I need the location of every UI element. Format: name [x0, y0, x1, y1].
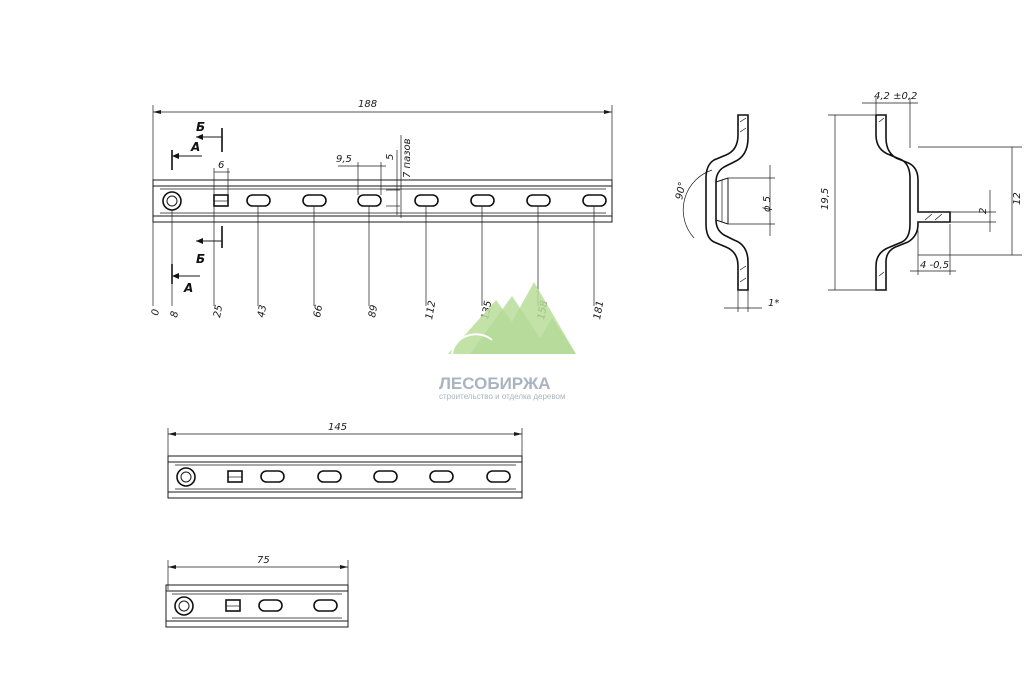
section-a-top: А: [190, 140, 200, 154]
dim-top-width: 4,2 ±0,2: [874, 91, 917, 102]
section-a-bottom: А: [183, 281, 193, 295]
section-view-tab: 4,2 ±0,2 19,5 12 2 4 -0,5: [820, 91, 1023, 291]
watermark-subtitle: строительство и отделка деревом: [439, 392, 565, 401]
square-hole: [213, 194, 229, 207]
section-b-bottom: Б: [196, 252, 205, 266]
svg-text:66: 66: [312, 304, 325, 318]
watermark-title: ЛЕСОБИРЖА: [439, 374, 551, 393]
svg-text:89: 89: [367, 304, 380, 318]
dim-tab-length: 4 -0,5: [920, 260, 949, 271]
section-view-hole: ϕ 5 90° 1*: [674, 114, 779, 312]
dim-overall-188: 188: [358, 99, 377, 110]
strip-view-145: 145: [167, 422, 523, 499]
label-7-slots: 7 пазов: [402, 138, 413, 178]
slots: [246, 194, 607, 207]
main-strip-view: 188 Б А: [150, 99, 613, 321]
watermark-logo: ЛЕСОБИРЖА строительство и отделка дерево…: [439, 282, 576, 401]
dim-angle-90: 90°: [674, 181, 688, 201]
svg-text:43: 43: [256, 304, 269, 318]
svg-text:25: 25: [212, 304, 225, 318]
dim-height-12: 12: [1012, 192, 1023, 205]
svg-text:112: 112: [424, 300, 438, 321]
dim-length-75: 75: [257, 555, 270, 566]
dim-slot-9-5: 9,5: [336, 154, 352, 165]
dim-square-6: 6: [218, 160, 224, 171]
dim-length-145: 145: [328, 422, 347, 433]
dim-height-19-5: 19,5: [820, 188, 831, 210]
dim-thickness: 1*: [768, 298, 779, 309]
round-hole: [162, 191, 182, 211]
dim-slot-5: 5: [385, 154, 396, 160]
svg-text:0: 0: [150, 308, 162, 316]
dim-hole-diameter: ϕ 5: [762, 196, 773, 212]
strip-view-75: 75: [165, 555, 349, 628]
svg-text:181: 181: [592, 300, 606, 321]
dim-tab-height: 2: [978, 208, 989, 214]
section-b-top: Б: [196, 120, 205, 134]
ordinate-lines: [152, 206, 595, 306]
svg-text:8: 8: [169, 310, 181, 318]
